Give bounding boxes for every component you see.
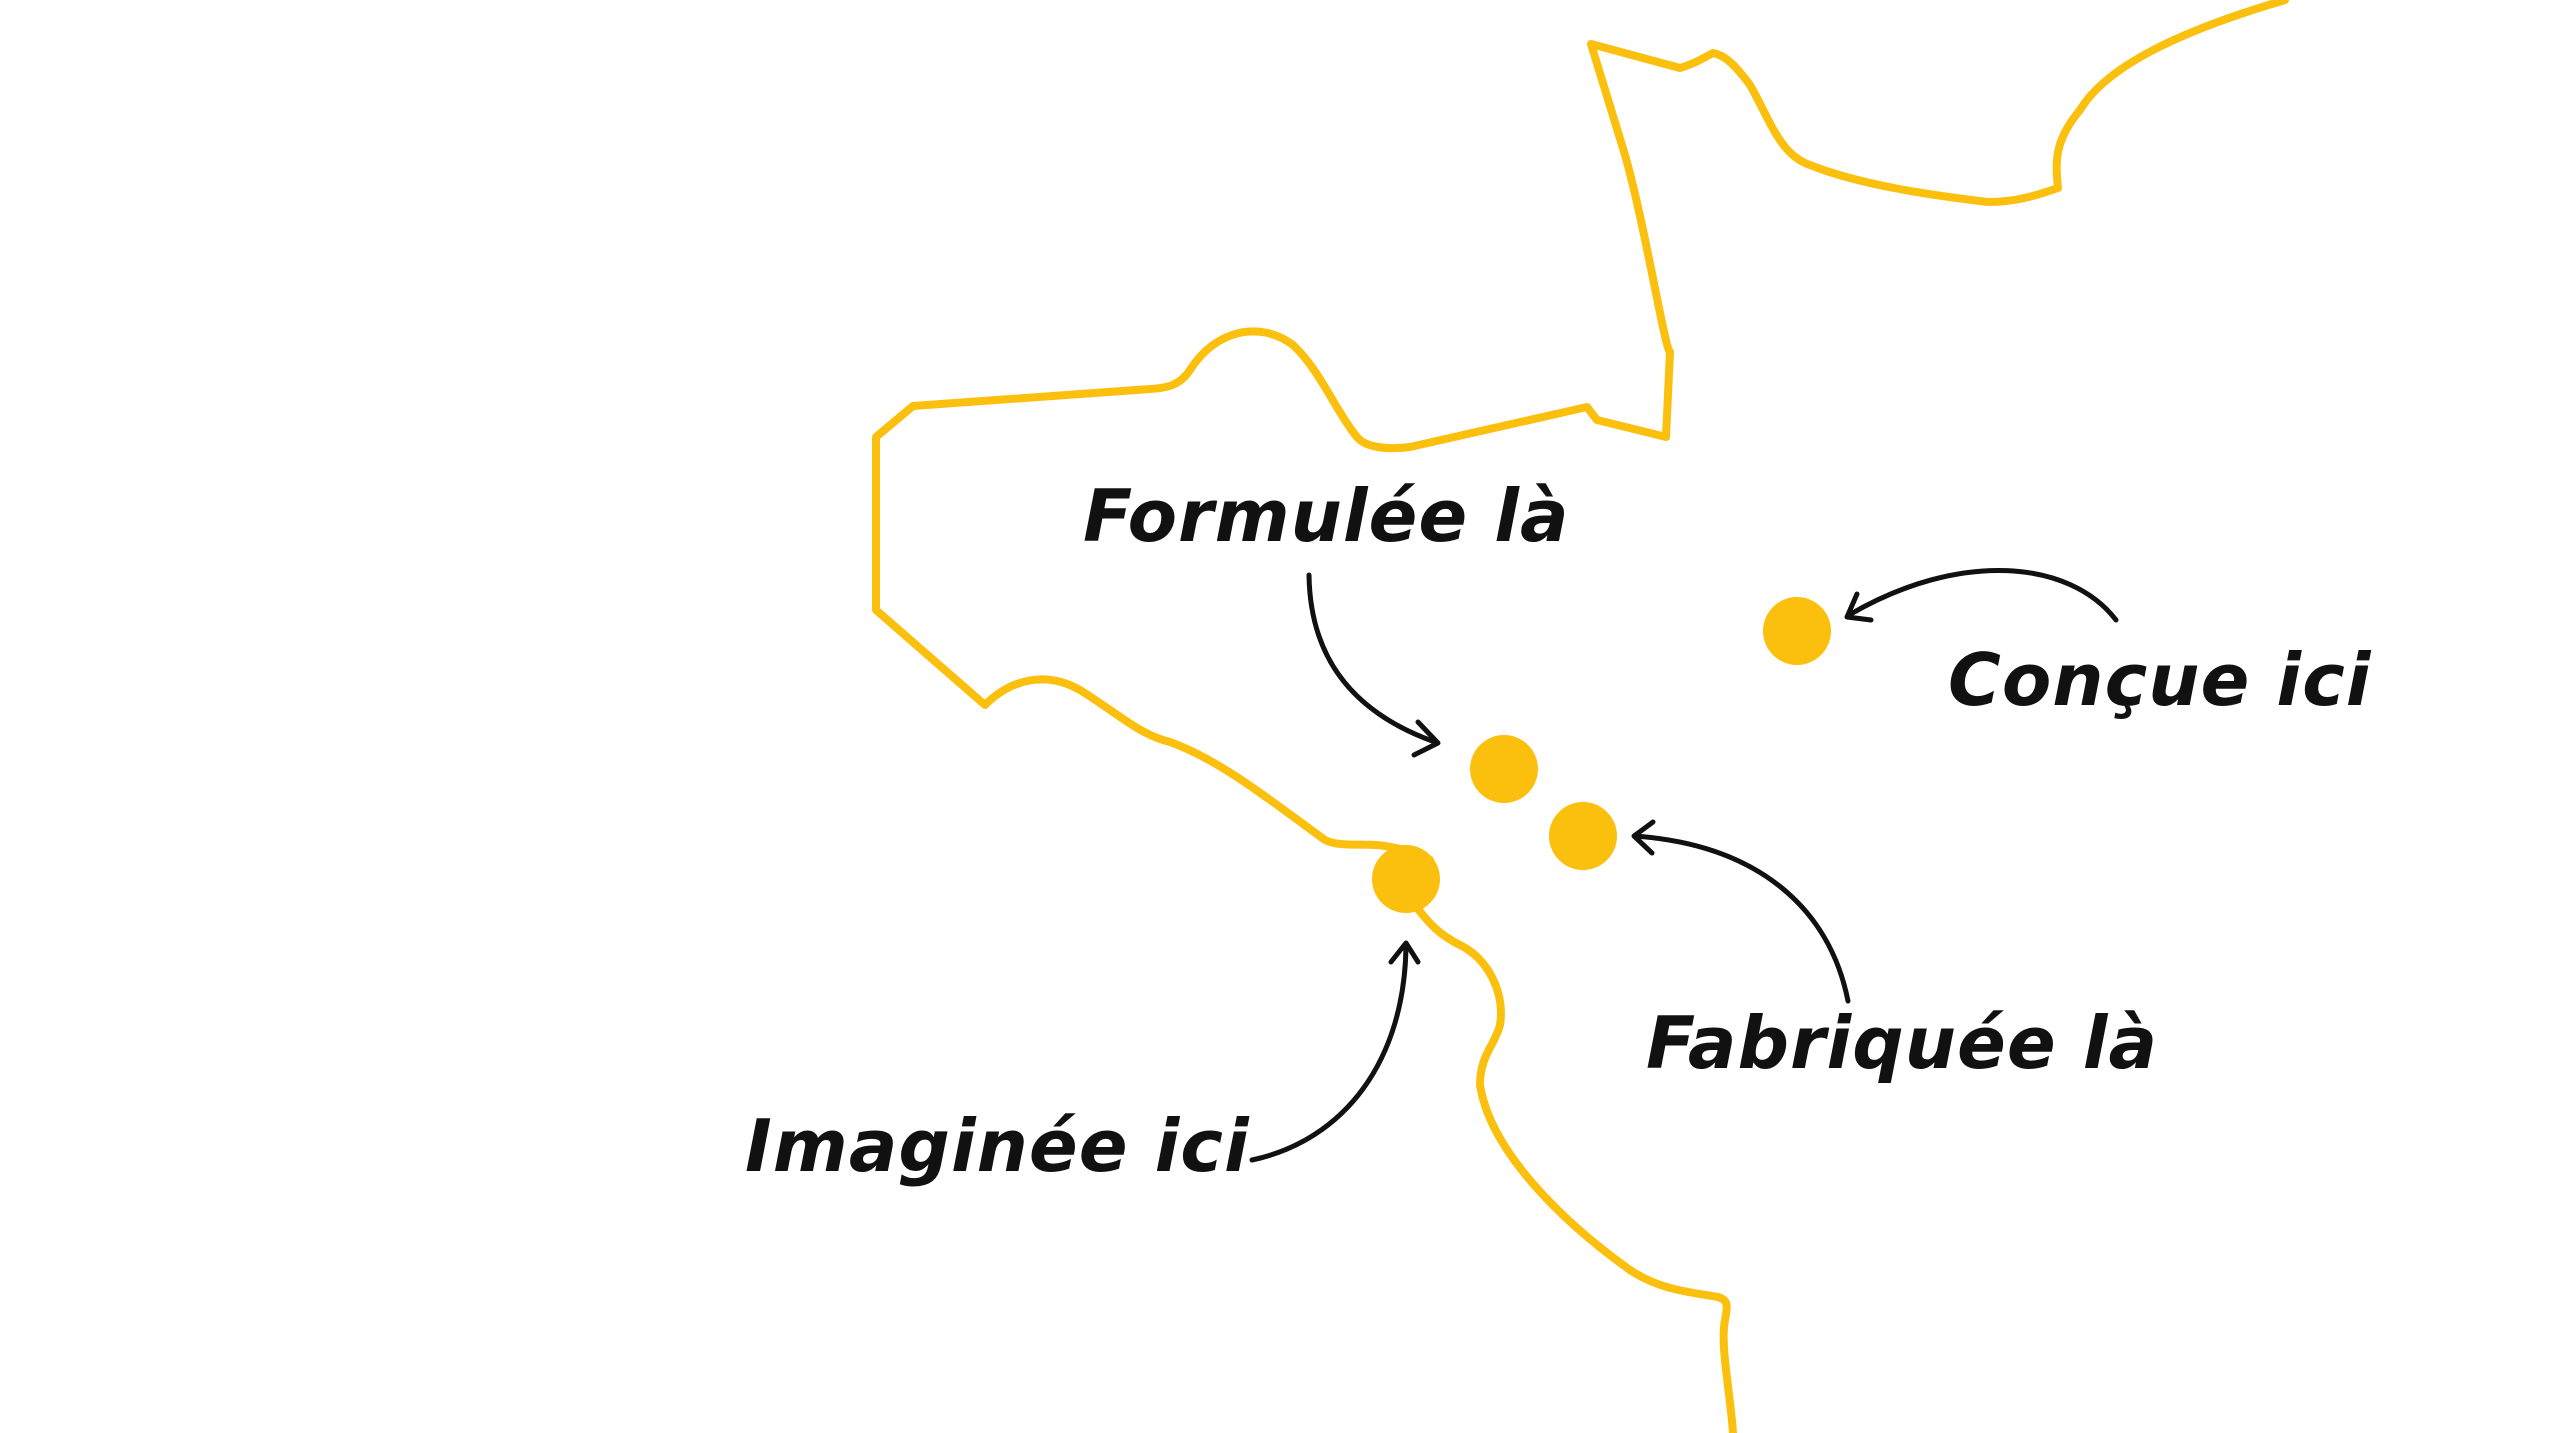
location-dot-imaginee[interactable]: [1372, 845, 1440, 913]
location-dot-concue[interactable]: [1763, 597, 1831, 665]
label-concue: Conçue ici: [1948, 638, 2372, 722]
arrow-icon-formulee: [1306, 572, 1441, 758]
label-fabriquee: Fabriquée là: [1646, 1001, 2159, 1085]
coastline-upper: [872, 0, 2289, 864]
location-dot-fabriquee[interactable]: [1549, 802, 1617, 870]
arrow-icon-fabriquee: [1631, 819, 1851, 1004]
label-formulee: Formulée là: [1083, 474, 1570, 558]
arrow-icon-imaginee: [1249, 940, 1421, 1163]
arrow-icon-concue: [1844, 568, 2119, 623]
label-imaginee: Imaginée ici: [745, 1104, 1250, 1188]
coastline-lower: [1411, 901, 1737, 1433]
location-dot-formulee[interactable]: [1470, 735, 1538, 803]
